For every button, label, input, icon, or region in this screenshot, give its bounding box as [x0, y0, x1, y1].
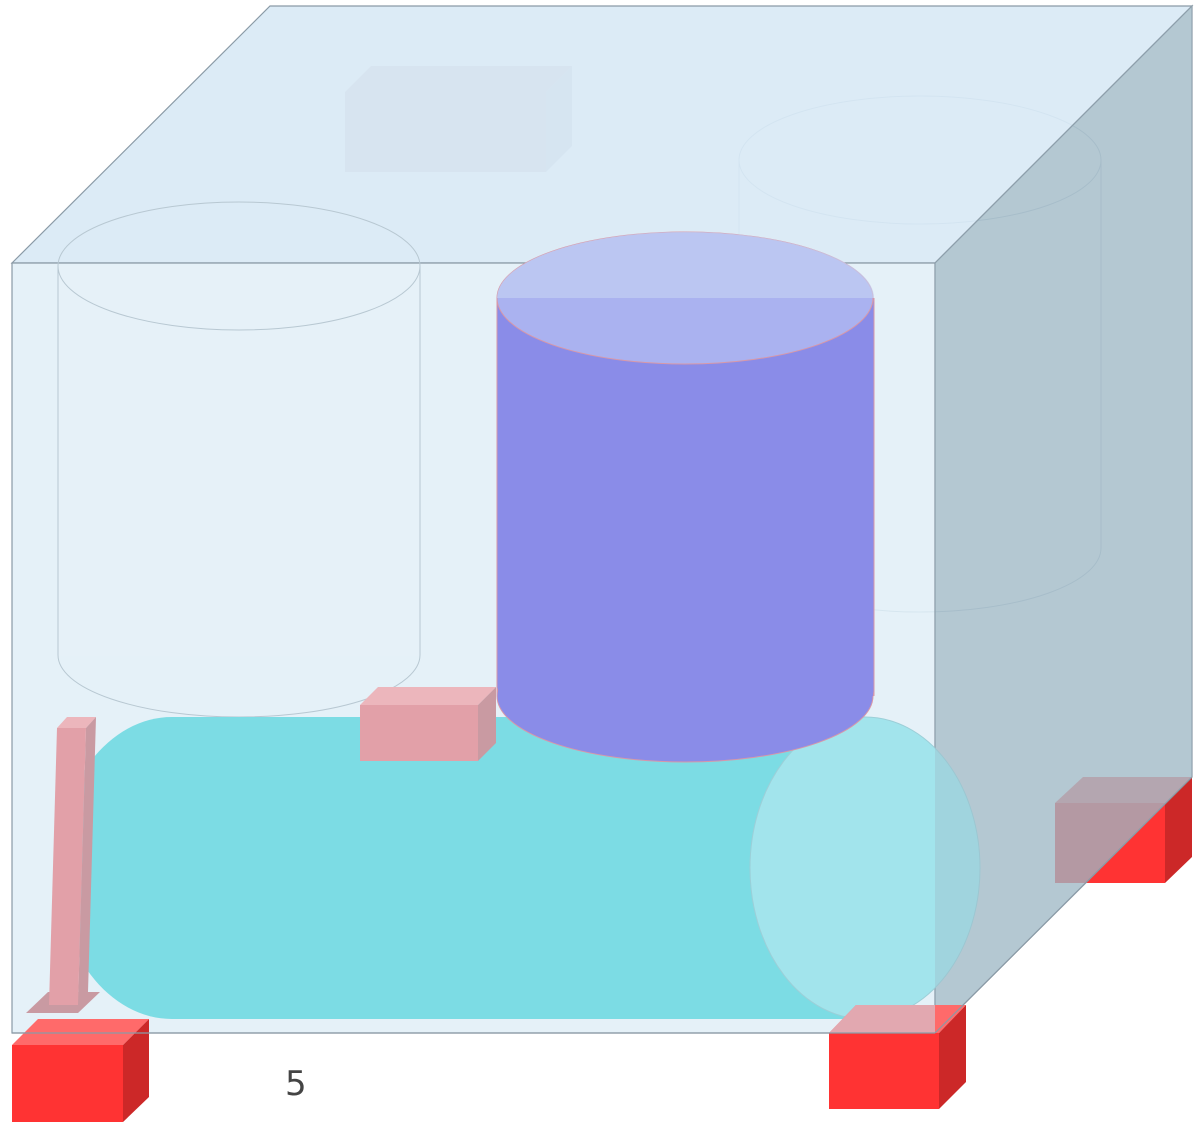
- blue-vertical-cylinder: [497, 232, 874, 762]
- diagram-label: 5: [285, 1064, 307, 1104]
- front-left-foot: [12, 1019, 149, 1122]
- ghost-cylinder-left: [58, 202, 420, 717]
- middle-pink-block: [360, 687, 496, 761]
- front-right-foot: [829, 1005, 966, 1109]
- cyan-horizontal-cylinder: [57, 717, 980, 1019]
